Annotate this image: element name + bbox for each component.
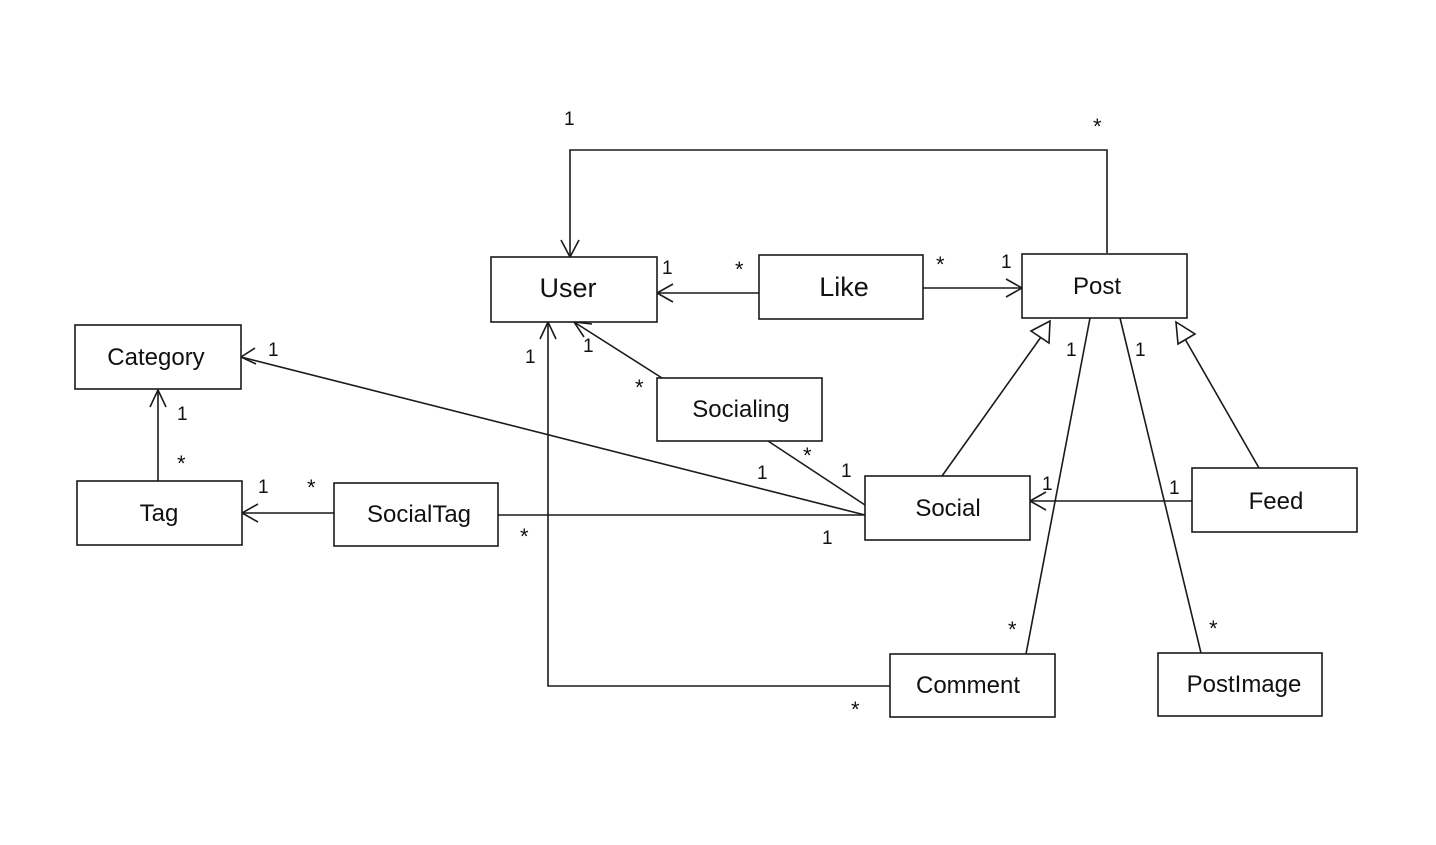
generalization-social-post [941, 336, 1042, 477]
class-postimage[interactable]: PostImage [1157, 652, 1323, 717]
class-socialtag[interactable]: SocialTag [333, 482, 499, 547]
assoc-comment-user [547, 322, 890, 687]
class-like-name: Like [819, 272, 869, 302]
triangle-social-post [1029, 319, 1051, 345]
mult-feed-social-social-end: 1 [1042, 474, 1053, 495]
mult-tag-category-category-end: 1 [177, 404, 188, 425]
class-socialing-name: Socialing [692, 396, 789, 423]
mult-post-comment-post-end: 1 [1066, 340, 1077, 361]
mult-socialing-social-social-end: 1 [841, 461, 852, 482]
class-feed[interactable]: Feed [1191, 467, 1358, 533]
class-post-name: Post [1073, 273, 1121, 300]
class-social-name: Social [915, 495, 980, 522]
mult-like-post-post-end: 1 [1001, 252, 1012, 273]
class-category-name: Category [107, 344, 204, 371]
mult-post-comment-comment-end: * [1008, 617, 1017, 642]
class-category[interactable]: Category [74, 324, 242, 390]
class-comment-name: Comment [916, 672, 1020, 699]
mult-comment-user-comment-end: * [851, 697, 860, 722]
class-post[interactable]: Post [1021, 253, 1188, 319]
mult-like-post-like-end: * [936, 252, 945, 277]
class-like[interactable]: Like [758, 254, 924, 320]
mult-post-postimage-post-end: 1 [1135, 340, 1146, 361]
mult-socialing-user-user-end: 1 [583, 336, 594, 357]
mult-socialtag-tag-socialtag-end: * [307, 475, 316, 500]
class-socialing[interactable]: Socialing [656, 377, 823, 442]
mult-tag-category-tag-end: * [177, 451, 186, 476]
mult-socialtag-social-social-end: 1 [822, 528, 833, 549]
class-tag[interactable]: Tag [76, 480, 243, 546]
assoc-social-category [240, 356, 866, 516]
mult-comment-user-mid: * [520, 524, 529, 549]
generalization-feed-post [1184, 338, 1260, 469]
assoc-socialing-social [767, 440, 866, 506]
class-socialtag-name: SocialTag [367, 501, 471, 528]
class-tag-name: Tag [140, 500, 179, 527]
mult-socialtag-tag-tag-end: 1 [258, 477, 269, 498]
class-user-name: User [539, 273, 596, 303]
assoc-socialing-user [573, 321, 663, 379]
mult-social-category-social-end: 1 [757, 463, 768, 484]
class-postimage-name: PostImage [1187, 671, 1302, 698]
mult-post-user-post-end: * [1093, 114, 1102, 139]
mult-social-category-category-end: 1 [268, 340, 279, 361]
assoc-post-postimage [1119, 317, 1202, 654]
arrowhead-social-category [239, 347, 257, 365]
mult-like-user-like-end: * [735, 257, 744, 282]
mult-post-user-user-end: 1 [564, 109, 575, 130]
mult-post-postimage-postimage-end: * [1209, 616, 1218, 641]
class-feed-name: Feed [1249, 488, 1304, 515]
triangle-feed-post [1175, 320, 1197, 346]
mult-socialing-user-socialing-end: * [635, 375, 644, 400]
mult-feed-social-feed-end: 1 [1169, 478, 1180, 499]
class-social[interactable]: Social [864, 475, 1031, 541]
mult-socialing-social-socialing-end: * [803, 443, 812, 468]
class-comment[interactable]: Comment [889, 653, 1056, 718]
mult-comment-user-user-end: 1 [525, 347, 536, 368]
mult-like-user-user-end: 1 [662, 258, 673, 279]
class-user[interactable]: User [490, 256, 658, 323]
arrowhead-tag-category [149, 388, 167, 408]
assoc-post-user [569, 149, 1108, 257]
assoc-post-comment [1025, 317, 1091, 655]
